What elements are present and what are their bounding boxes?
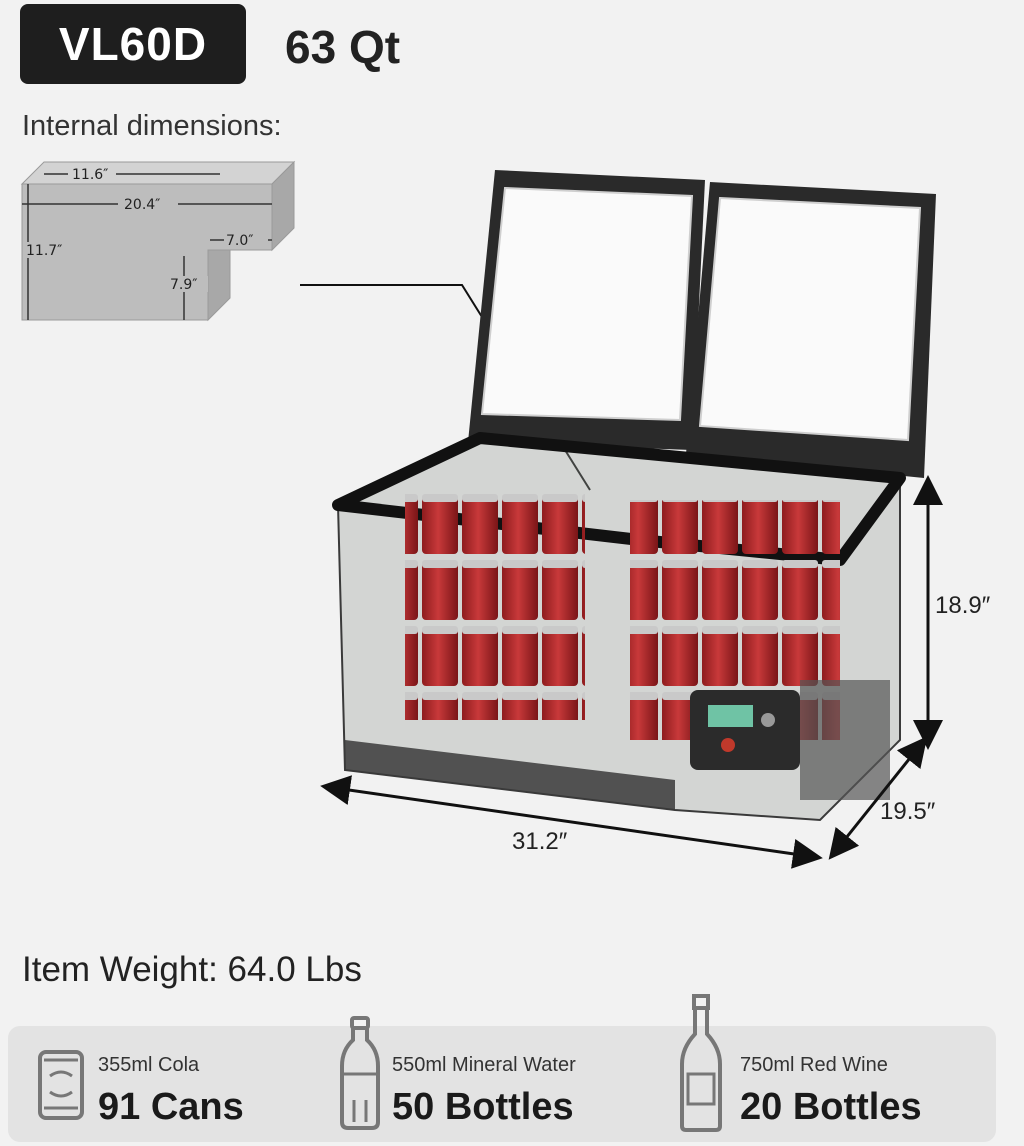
- capacity-panel: 355ml Cola 91 Cans 550ml Mineral Water 5…: [8, 994, 996, 1142]
- internal-height: 11.7″: [26, 243, 62, 259]
- capacity-item-cans: 355ml Cola 91 Cans: [8, 1026, 328, 1142]
- external-height-label: 18.9″: [935, 592, 991, 619]
- internal-step-height: 7.9″: [170, 277, 198, 293]
- water-count: 50 Bottles: [392, 1086, 574, 1128]
- water-bottle-icon: [340, 1016, 380, 1130]
- right-lid: [686, 182, 936, 478]
- internal-step: 7.0″: [226, 233, 254, 249]
- cans-volume: 355ml Cola: [98, 1054, 200, 1076]
- internal-length: 20.4″: [124, 197, 160, 213]
- can-icon: [38, 1050, 84, 1120]
- internal-width-top: 11.6″: [72, 167, 108, 183]
- capacity-item-water: 550ml Mineral Water 50 Bottles: [328, 1016, 658, 1142]
- wine-volume: 750ml Red Wine: [740, 1054, 888, 1076]
- water-volume: 550ml Mineral Water: [392, 1054, 576, 1076]
- item-weight: Item Weight: 64.0 Lbs: [22, 950, 362, 989]
- capacity-item-wine: 750ml Red Wine 20 Bottles: [668, 994, 988, 1142]
- cans-count: 91 Cans: [98, 1086, 244, 1128]
- external-depth-label: 19.5″: [880, 798, 936, 825]
- internal-dimension-diagram: 11.6″ 20.4″ 7.0″ 11.7″ 7.9″: [20, 160, 296, 322]
- wine-count: 20 Bottles: [740, 1086, 922, 1128]
- fridge-illustration: [332, 170, 936, 822]
- capacity-title: 63 Qt: [285, 21, 401, 73]
- wine-bottle-icon: [680, 994, 722, 1132]
- model-badge: VL60D: [20, 4, 246, 84]
- external-length-label: 31.2″: [512, 828, 568, 855]
- internal-dimensions-label: Internal dimensions:: [22, 110, 282, 142]
- left-lid: [468, 170, 705, 450]
